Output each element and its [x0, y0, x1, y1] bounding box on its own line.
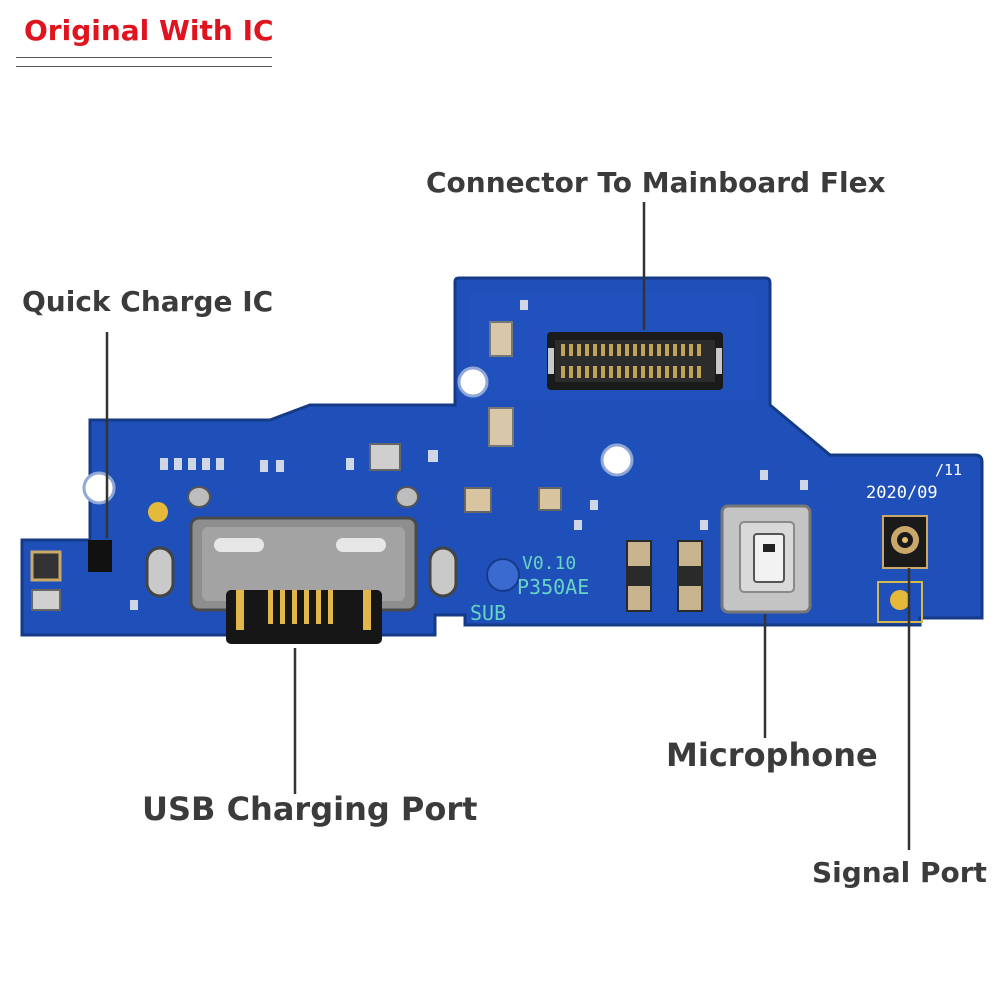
mount-hole: [82, 471, 116, 505]
pcb-part-number: P350AE: [517, 575, 589, 599]
pcb-sub-marking: SUB: [470, 601, 506, 625]
mount-hole: [600, 443, 634, 477]
microphone-label: Microphone: [666, 736, 878, 774]
usb-charging-port-label: USB Charging Port: [142, 790, 478, 828]
board-connector: [547, 332, 723, 390]
quick-charge-ic-label: Quick Charge IC: [22, 285, 274, 318]
microphone-component: [720, 504, 812, 614]
gold-pad: [148, 502, 168, 522]
signal-port-label: Signal Port: [812, 856, 987, 889]
mount-hole: [457, 366, 489, 398]
title-underline-secondary: [16, 66, 272, 67]
page-title: Original With IC: [24, 14, 274, 47]
mount-hole: [486, 558, 520, 592]
pcb-version: V0.10: [522, 553, 576, 574]
gold-pad: [890, 590, 910, 610]
usb-c-port: [189, 516, 418, 644]
quick-charge-ic-chip: [88, 540, 112, 572]
pcb-date: 2020/09: [866, 483, 938, 503]
title-underline: [16, 57, 272, 58]
signal-port-component: [882, 515, 928, 569]
connector-label: Connector To Mainboard Flex: [426, 166, 886, 199]
smd-components: [30, 300, 808, 612]
pcb-rev-suffix: /11: [935, 461, 962, 479]
